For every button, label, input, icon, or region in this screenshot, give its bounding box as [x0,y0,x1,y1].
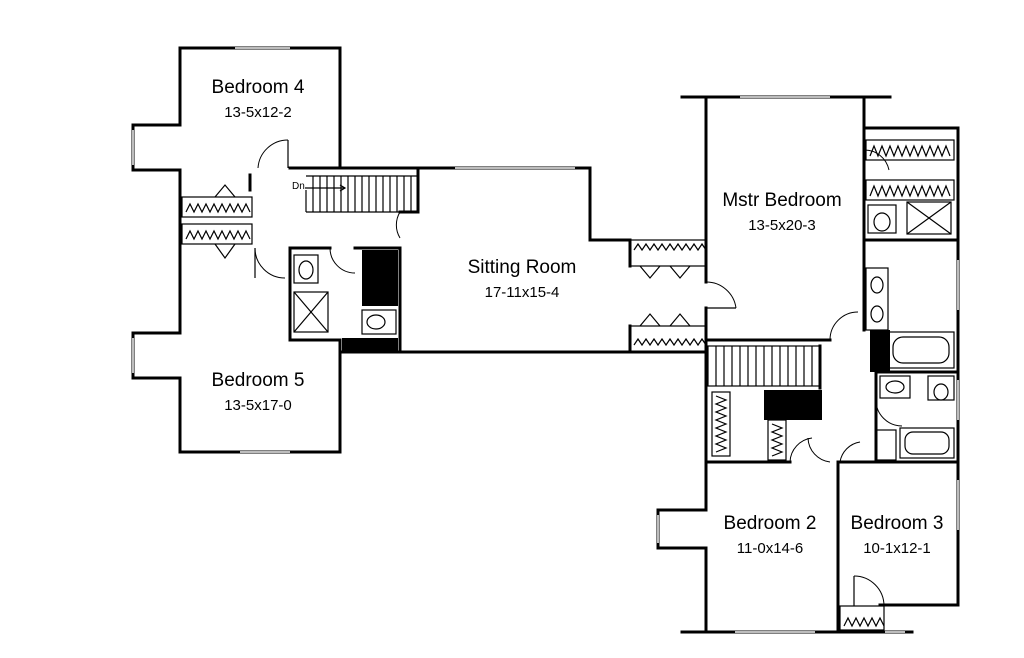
stair-arrow-head [339,184,347,192]
master-bedroom-dims: 13-5x20-3 [748,217,816,234]
stair-enclosure [338,166,420,214]
bedroom-5-dims: 13-5x17-0 [224,397,292,414]
closet-bottom-door [214,243,236,260]
closet-bottom [181,223,253,245]
hall-closet-top-rods [633,242,707,252]
bedroom-5-walls [131,331,342,454]
bedroom-3-closet [839,605,885,631]
sitting-room-name: Sitting Room [468,257,577,278]
master-bath-outer-wall [862,126,960,464]
master-closet-2 [865,179,955,201]
left-bath-chase [362,250,398,306]
left-bath-walls [288,246,402,354]
bedroom-2-closet-left [711,391,731,457]
sitting-room-top-wall [416,166,632,242]
left-bath-chase-bottom [342,338,398,352]
right-wing [656,95,960,634]
bedroom-4-dims: 13-5x12-2 [224,104,292,121]
stair-treads-right [707,345,821,387]
master-door-swing [829,311,859,341]
left-wing [131,46,342,454]
hall-door-swing [395,211,401,239]
master-bedroom-name: Mstr Bedroom [722,190,841,211]
bedroom-4-door-swing [257,139,289,169]
bedroom-5-door-swing [254,247,286,279]
bedroom-2-name: Bedroom 2 [724,513,817,534]
stair-treads-left [305,175,418,213]
bedroom-5-name: Bedroom 5 [212,370,305,391]
left-stair-bath: Dn [288,166,420,354]
bedroom-3-dims: 10-1x12-1 [863,540,931,557]
bedroom-2-dims: 11-0x14-6 [737,540,803,557]
closet-top-rods [185,202,251,214]
bedroom-2-outer-wall [656,460,708,634]
stair-down-label: Dn [292,181,305,192]
sitting-room-dims: 17-11x15-4 [485,284,560,301]
closet-top-door [214,184,236,198]
closet-top [181,196,253,218]
bedroom-3-name: Bedroom 3 [851,513,944,534]
bedroom-4-name: Bedroom 4 [212,77,305,98]
left-bath-toilet-bowl [298,260,314,280]
master-entry-door-swing [705,281,737,309]
master-bath-chase [870,330,890,372]
left-bath-door-swing [329,247,356,274]
hall-closet-bottom-rods [633,337,707,347]
bedroom-2-closet-right [767,419,787,461]
right-chase [764,390,822,420]
room-labels: Bedroom 4 13-5x12-2 Bedroom 5 13-5x17-0 … [212,77,944,557]
sitting-room [398,166,737,354]
bedroom-4-bay [131,123,182,192]
closet-bottom-rods [185,229,251,241]
